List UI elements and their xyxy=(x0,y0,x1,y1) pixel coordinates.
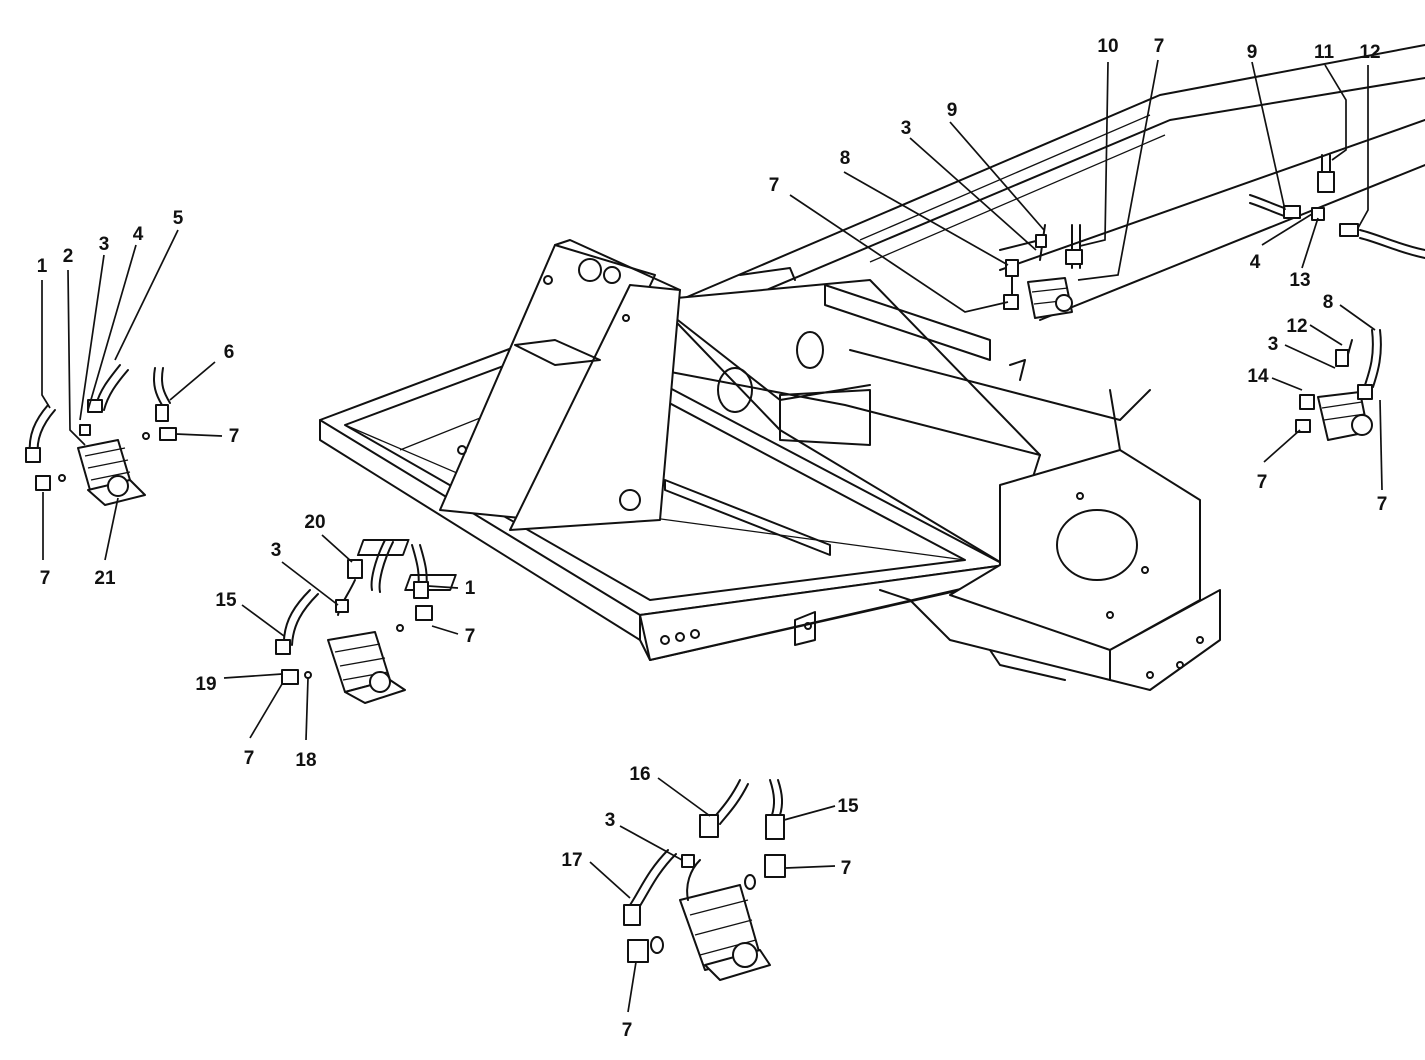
callout-4: 4 xyxy=(133,224,144,245)
callout-2: 2 xyxy=(63,246,74,267)
callout-4: 4 xyxy=(1250,252,1261,273)
callout-19: 19 xyxy=(195,674,216,695)
callout-8: 8 xyxy=(1323,292,1334,313)
callout-3: 3 xyxy=(605,810,616,831)
motor-assembly-center-left xyxy=(327,631,406,704)
callout-7: 7 xyxy=(841,858,852,879)
callout-7: 7 xyxy=(622,1020,633,1041)
callout-5: 5 xyxy=(173,208,184,229)
motor-assembly-left xyxy=(77,439,146,506)
callout-15: 15 xyxy=(837,796,859,817)
callout-7: 7 xyxy=(229,426,240,447)
callout-1: 1 xyxy=(37,256,48,277)
hoses-and-fittings xyxy=(25,154,1425,963)
callout-3: 3 xyxy=(99,234,110,255)
callout-3: 3 xyxy=(1268,334,1279,355)
callout-7: 7 xyxy=(1377,494,1388,515)
callout-7: 7 xyxy=(465,626,476,647)
callout-6: 6 xyxy=(224,342,235,363)
callout-18: 18 xyxy=(295,750,316,771)
callout-labels: 1 2 3 4 5 6 7 7 21 20 3 1 7 15 19 7 18 1… xyxy=(37,36,1388,1041)
callout-7: 7 xyxy=(1257,472,1268,493)
callout-14: 14 xyxy=(1247,366,1269,387)
callout-12: 12 xyxy=(1359,42,1380,63)
motor-assembly-right xyxy=(1317,391,1373,441)
callout-13: 13 xyxy=(1289,270,1310,291)
deck-frame xyxy=(319,44,1425,691)
callout-16: 16 xyxy=(629,764,650,785)
callout-7: 7 xyxy=(769,175,780,196)
callout-1: 1 xyxy=(465,578,476,599)
callout-11: 11 xyxy=(1314,42,1335,63)
leader-lines xyxy=(41,59,1383,1013)
callout-3: 3 xyxy=(271,540,282,561)
callout-3: 3 xyxy=(901,118,912,139)
callout-7: 7 xyxy=(244,748,255,769)
callout-9: 9 xyxy=(1247,42,1258,63)
callout-10: 10 xyxy=(1097,36,1118,57)
callout-7: 7 xyxy=(1154,36,1165,57)
motor-assembly-top-center xyxy=(1027,277,1073,319)
callout-8: 8 xyxy=(840,148,851,169)
callout-9: 9 xyxy=(947,100,958,121)
motor-assembly-bottom xyxy=(679,884,771,981)
callout-17: 17 xyxy=(561,850,582,871)
callout-21: 21 xyxy=(94,568,116,589)
callout-7: 7 xyxy=(40,568,51,589)
callout-12: 12 xyxy=(1286,316,1307,337)
callout-20: 20 xyxy=(304,512,325,533)
callout-15: 15 xyxy=(215,590,237,611)
